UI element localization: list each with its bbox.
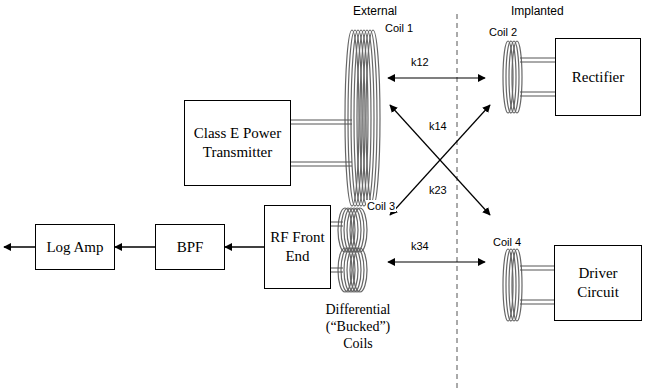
coil-winding: [512, 41, 522, 113]
coil-winding: [366, 30, 380, 206]
box-label: BPF: [177, 238, 204, 257]
box-label: Class E Power Transmitter: [189, 124, 286, 162]
front-end-box: RF Front End: [264, 205, 331, 289]
filter-box: BPF: [155, 224, 225, 270]
box-label: Log Amp: [46, 238, 103, 257]
coil-label: Coil 3: [366, 200, 396, 212]
driver-box: Driver Circuit: [554, 245, 642, 321]
transmitter-box: Class E Power Transmitter: [184, 100, 291, 186]
signal-arrow: [225, 246, 264, 248]
coil-winding: [347, 208, 361, 252]
coil-winding: [363, 30, 377, 206]
log-amp-box: Log Amp: [35, 224, 115, 270]
coil-winding: [350, 248, 364, 292]
box-label: Rectifier: [572, 68, 624, 87]
region-label: External: [352, 4, 398, 18]
coupling-label: k34: [410, 240, 430, 252]
coil-winding: [344, 208, 358, 252]
coil-winding: [353, 208, 367, 252]
coil-winding: [353, 248, 367, 292]
coil-description: Differential (“Bucked”) Coils: [312, 302, 404, 352]
boundary-line: [457, 14, 458, 392]
coil-winding: [360, 30, 374, 206]
box-label: Driver Circuit: [559, 264, 637, 302]
rectifier-box: Rectifier: [555, 38, 641, 116]
coupling-label: k23: [428, 184, 448, 196]
coil-winding: [357, 30, 371, 206]
coil-winding: [512, 249, 522, 321]
coupling-label: k12: [410, 56, 430, 68]
coil-winding: [347, 248, 361, 292]
coupling-arrows: [388, 78, 490, 262]
signal-arrow: [115, 246, 155, 248]
coil-label: Coil 2: [488, 26, 518, 38]
box-label: RF Front End: [269, 228, 326, 266]
coil-winding: [350, 208, 364, 252]
output-arrow: [4, 246, 35, 248]
coil-winding: [344, 248, 358, 292]
coupling-label: k14: [428, 120, 448, 132]
region-label: Implanted: [510, 4, 565, 18]
coil-label: Coil 4: [492, 236, 522, 248]
coil-label: Coil 1: [384, 22, 414, 34]
